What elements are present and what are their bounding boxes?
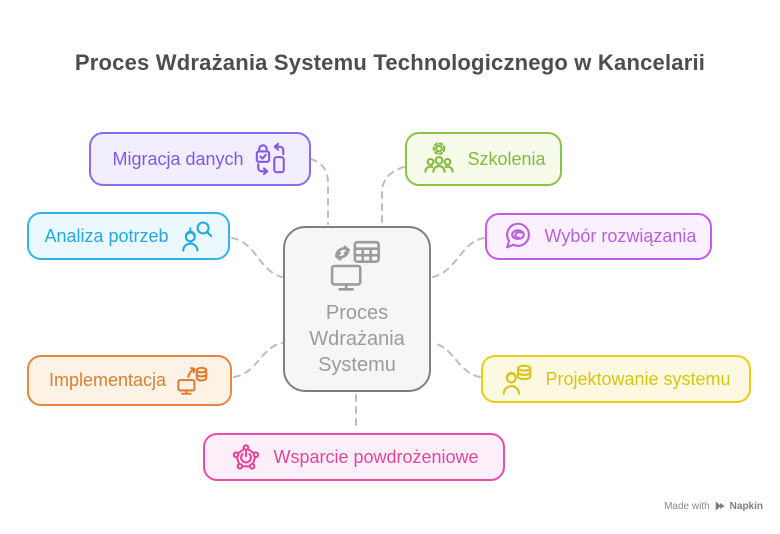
monitor-database-deploy-icon [177,366,208,395]
connector-implementacja [233,342,283,378]
connector-migracja [310,158,329,225]
napkin-logo-icon [715,501,725,511]
node-label: Wsparcie powdrożeniowe [273,446,479,467]
node-szkolenia: Szkolenia [405,132,562,186]
made-with-napkin-watermark: Made with Napkin [664,500,763,512]
node-label: Analiza potrzeb [44,225,169,246]
speech-bubble-coil-icon [505,222,530,248]
central-label-line-3: Systemu [318,354,396,376]
node-implementacja: Implementacja [27,355,232,406]
watermark-brand: Napkin [729,500,763,512]
node-label: Wybór rozwiązania [544,226,697,246]
node-projektowanie-systemu: Projektowanie systemu [481,355,751,403]
node-label: Szkolenia [467,148,546,169]
central-label-line-2: Wdrażania [309,328,405,350]
node-analiza-potrzeb: Analiza potrzeb [27,212,230,260]
team-training-gear-icon [424,142,455,173]
node-label: Migracja danych [112,148,244,169]
central-label-line-1: Proces [325,302,389,324]
central-node-label: Proces Wdrażania Systemu [309,300,405,378]
person-database-icon [503,364,532,395]
node-label: Projektowanie systemu [545,368,731,389]
page-title: Proces Wdrażania Systemu Technologiczneg… [74,50,706,75]
watermark-prefix: Made with [664,500,710,512]
node-wsparcie-powdrozeniowe: Wsparcie powdrożeniowe [203,433,505,481]
person-magnifier-icon [181,221,212,252]
node-label: Implementacja [48,370,167,390]
node-migracja-danych: Migracja danych [89,132,311,186]
system-implementation-icon [330,240,380,291]
connector-analiza [231,237,283,278]
secure-device-transfer-icon [255,142,285,176]
node-wybor-rozwiazania: Wybór rozwiązania [485,213,712,260]
connector-szkolenia [381,166,405,225]
support-network-power-icon [233,444,260,470]
central-node-proces-wdrazania-systemu: Proces Wdrażania Systemu [283,226,431,392]
connector-projektowanie [432,342,481,378]
connector-wybor [432,237,485,278]
